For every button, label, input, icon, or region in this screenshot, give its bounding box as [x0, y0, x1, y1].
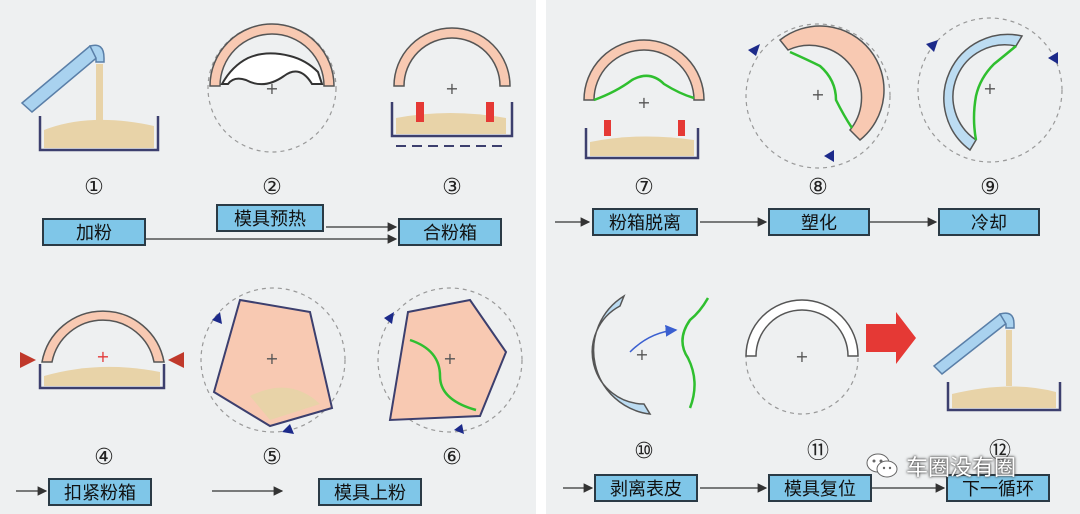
step-label: 冷却	[938, 208, 1040, 236]
step-label: 扣紧粉箱	[48, 478, 152, 506]
step12-illustration	[932, 312, 1062, 412]
step-number: ③	[442, 175, 462, 200]
step-label: 模具复位	[768, 474, 872, 502]
step-number: ④	[94, 445, 114, 470]
step-number: ⑥	[442, 445, 462, 470]
step7-illustration: +	[583, 39, 705, 160]
step-label: 剥离表皮	[594, 474, 698, 502]
step5-illustration: +	[200, 287, 346, 434]
step-number: ①	[84, 175, 104, 200]
step1-illustration	[20, 44, 160, 152]
svg-text:+: +	[443, 349, 456, 368]
step-label: 粉箱脱离	[592, 208, 698, 236]
step3-illustration: +	[390, 27, 514, 147]
svg-text:+: +	[811, 85, 824, 104]
svg-text:+: +	[635, 345, 648, 364]
watermark-text: 车圈没有圈	[906, 456, 1017, 481]
watermark: 车圈没有圈	[866, 448, 1066, 484]
step-number: ②	[262, 175, 282, 200]
step-number: ⑧	[808, 175, 828, 200]
wechat-icon	[866, 453, 898, 478]
step-label: 模具上粉	[318, 478, 422, 506]
flow-arrows	[16, 217, 946, 496]
svg-text:+: +	[445, 79, 458, 98]
step-label: 下一循环	[946, 474, 1050, 502]
step-number: ⑩	[634, 439, 654, 464]
step10-illustration: +	[591, 294, 710, 415]
step2-illustration: +	[207, 23, 337, 153]
step-label: 合粉箱	[398, 218, 502, 246]
svg-text:+: +	[96, 347, 109, 366]
step-number: ⑤	[262, 445, 282, 470]
svg-text:+: +	[983, 79, 996, 98]
step-number: ⑫	[988, 439, 1011, 464]
step-number: ⑨	[980, 175, 1000, 200]
step4-illustration: +	[20, 310, 184, 390]
svg-text:+: +	[795, 347, 808, 366]
step8-illustration: +	[745, 23, 891, 169]
step9-illustration: +	[917, 17, 1063, 163]
step11-illustration: +	[745, 299, 916, 415]
right-panel	[546, 0, 1080, 514]
step-label: 塑化	[768, 208, 870, 236]
step-label: 加粉	[42, 218, 146, 246]
step-number: ⑪	[806, 439, 829, 464]
svg-text:+: +	[265, 349, 278, 368]
step-label: 模具预热	[216, 204, 324, 232]
step-number: ⑦	[634, 175, 654, 200]
svg-text:+: +	[637, 93, 650, 112]
svg-text:+: +	[265, 79, 278, 98]
left-panel	[0, 0, 536, 514]
step6-illustration: +	[377, 287, 523, 434]
